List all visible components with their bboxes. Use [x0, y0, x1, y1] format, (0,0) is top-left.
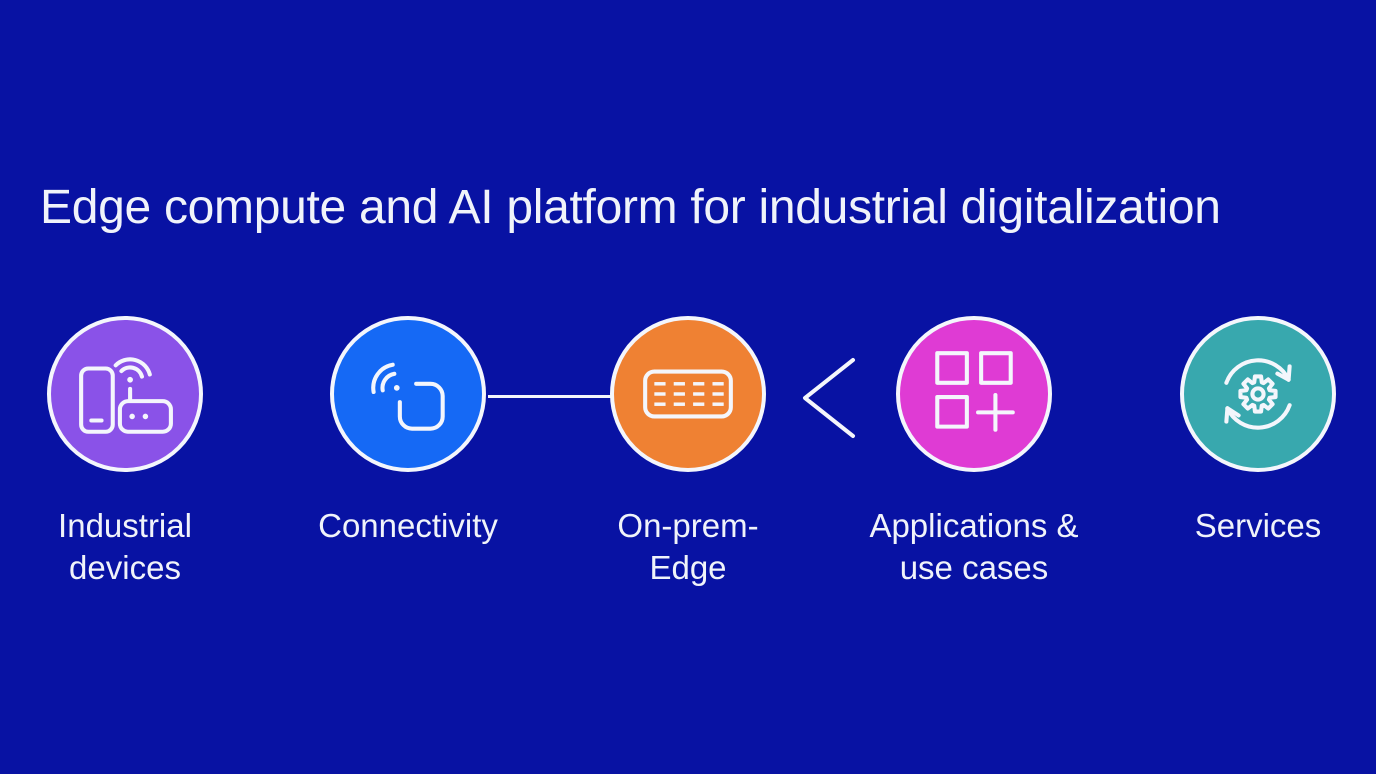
node-industrial-devices: Industrial devices	[15, 316, 235, 589]
gear-cycle-icon	[1224, 358, 1292, 430]
applications-circle	[896, 316, 1052, 472]
node-label-services: Services	[1194, 507, 1322, 544]
apps-grid-plus-icon	[935, 351, 1015, 432]
node-on-prem-edge: On-prem-Edge	[578, 316, 798, 589]
node-services: Services	[1148, 316, 1368, 547]
node-connectivity: Connectivity	[298, 316, 518, 547]
node-applications-use-cases: Applications & use cases	[864, 316, 1084, 589]
on-prem-edge-circle	[610, 316, 766, 472]
industrial-devices-circle	[47, 316, 203, 472]
connectivity-circle	[330, 316, 486, 472]
slide-title: Edge compute and AI platform for industr…	[40, 181, 1221, 234]
node-label-on-prem-edge: On-prem-Edge	[617, 507, 759, 586]
connector-line	[488, 395, 613, 398]
node-label-industrial-devices: Industrial devices	[58, 507, 192, 586]
chevron-left-icon	[803, 358, 855, 438]
node-label-connectivity: Connectivity	[318, 507, 498, 544]
services-circle	[1180, 316, 1336, 472]
wireless-connectivity-icon	[371, 362, 445, 431]
industrial-devices-icon	[79, 357, 173, 434]
node-label-applications: Applications & use cases	[869, 507, 1079, 586]
edge-keyboard-icon	[643, 369, 733, 419]
